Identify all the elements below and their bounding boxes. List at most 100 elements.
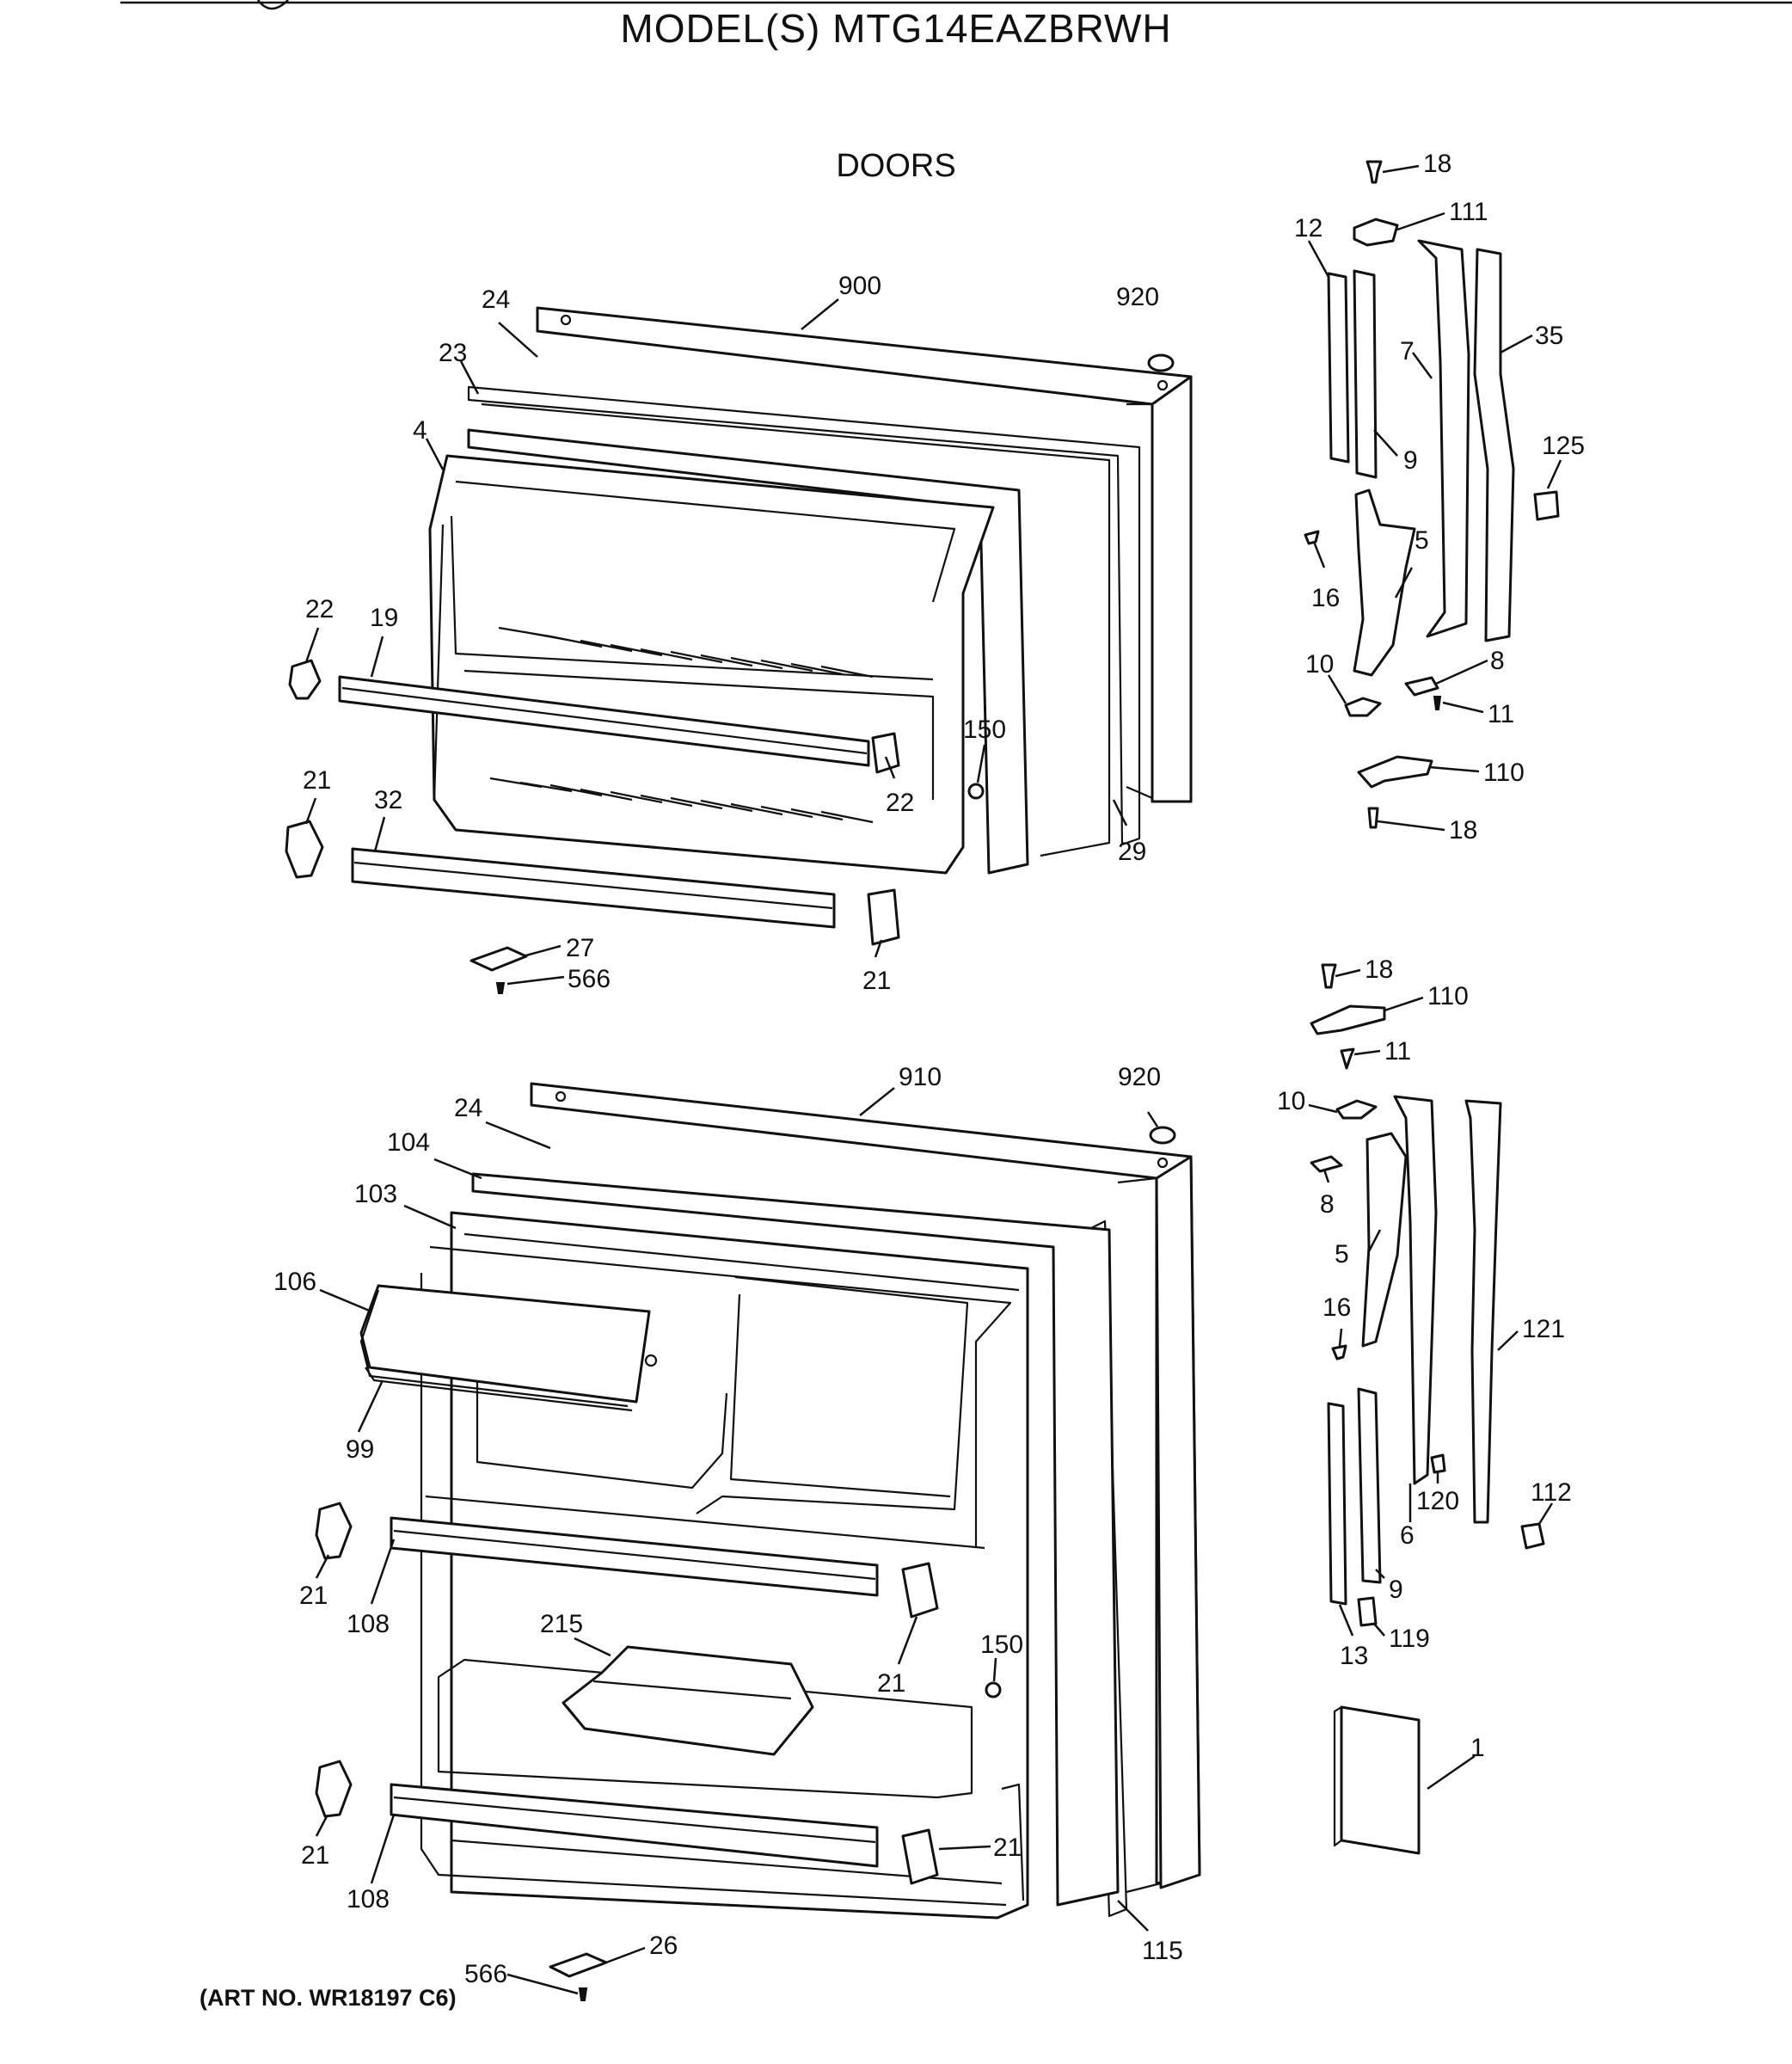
callout-11-top: 11 (1488, 700, 1514, 728)
callout-27: 27 (566, 934, 594, 962)
handle-7 (1417, 239, 1470, 638)
screw-11-bottom (1340, 1047, 1355, 1070)
callout-120: 120 (1416, 1487, 1459, 1515)
hinge-5-bottom (1361, 1132, 1408, 1348)
callout-9-top: 9 (1403, 446, 1418, 475)
freezer-outer-door-panel (536, 306, 1193, 803)
hinge-5-top (1353, 488, 1416, 677)
washer-8-bottom (1310, 1155, 1343, 1173)
freezer-shelf-bar-19 (338, 675, 870, 767)
shelf-clip-21-right (867, 888, 900, 946)
door-shelf-bar-108-upper (390, 1516, 879, 1597)
hinge-110-bottom (1310, 1004, 1386, 1035)
callout-21-top-right: 21 (862, 967, 891, 995)
shelf-clip-21-c (315, 1760, 353, 1818)
callout-11-bottom: 11 (1384, 1037, 1411, 1066)
callout-111: 111 (1449, 198, 1488, 226)
callout-10-top: 10 (1305, 650, 1334, 679)
callout-16-top: 16 (1311, 584, 1340, 612)
screw-120 (1430, 1453, 1446, 1474)
callout-900: 900 (838, 272, 881, 300)
freezer-door-inner-liner (428, 454, 995, 875)
screw-566-bottom (578, 1987, 588, 2001)
fresh-food-handle-hinge-group (1310, 963, 1545, 1855)
callout-104: 104 (387, 1128, 430, 1157)
callout-10-bottom: 10 (1277, 1087, 1305, 1115)
trim-strip-9-bottom (1357, 1387, 1382, 1584)
callout-121: 121 (1522, 1315, 1565, 1343)
callout-125: 125 (1542, 432, 1585, 460)
screw-11-top (1433, 696, 1442, 710)
handle-trim-121 (1464, 1099, 1502, 1524)
freezer-shelf-bar-32 (351, 847, 836, 929)
callout-21-d: 21 (301, 1841, 329, 1870)
callout-112: 112 (1531, 1478, 1572, 1507)
screw-150-top (967, 783, 985, 800)
callout-21-b: 21 (877, 1669, 905, 1698)
callout-18-bottom: 18 (1365, 955, 1393, 984)
callout-5-top: 5 (1415, 526, 1429, 555)
shelf-clip-21-d (901, 1828, 939, 1885)
section-title: DOORS (836, 148, 956, 184)
callout-24-top: 24 (482, 286, 510, 314)
callout-4: 4 (413, 416, 427, 445)
callout-566-top: 566 (568, 965, 611, 993)
handle-trim-35 (1473, 248, 1515, 642)
screw-18-top-a (1365, 160, 1383, 184)
callout-215: 215 (540, 1610, 583, 1638)
trim-strip-12 (1327, 272, 1350, 464)
callout-18-top-b: 18 (1449, 816, 1477, 845)
callout-22-right: 22 (886, 789, 914, 817)
callout-29: 29 (1118, 838, 1146, 866)
hinge-plate-26 (549, 1952, 608, 1978)
callout-35: 35 (1535, 322, 1563, 350)
callout-566-bottom: 566 (464, 1960, 507, 1988)
end-cap-112 (1520, 1522, 1545, 1550)
door-shelf-bar-108-lower (390, 1783, 879, 1868)
callout-106: 106 (273, 1268, 316, 1296)
end-cap-125 (1533, 490, 1560, 521)
callout-21-c: 21 (993, 1834, 1022, 1862)
shelf-clip-22-right (871, 732, 900, 774)
top-rule (120, 0, 1792, 10)
plug-920-bottom (1149, 1126, 1176, 1145)
shelf-clip-21-a (315, 1502, 353, 1560)
callout-108-lower: 108 (347, 1885, 390, 1914)
callout-150-top: 150 (963, 716, 1006, 744)
callout-9-bottom: 9 (1389, 1576, 1403, 1604)
callout-99: 99 (346, 1435, 374, 1464)
callout-920-bottom: 920 (1118, 1063, 1161, 1091)
callout-8-bottom: 8 (1320, 1190, 1335, 1219)
plug-920-top (1147, 353, 1175, 372)
callout-26: 26 (649, 1932, 678, 1960)
bracket-10-top (1344, 697, 1382, 717)
trim-strip-13 (1327, 1402, 1347, 1606)
screw-16-top (1304, 530, 1320, 545)
callout-115: 115 (1142, 1937, 1183, 1965)
freezer-door-gasket (467, 385, 1141, 846)
egg-tray-215 (562, 1645, 814, 1756)
callout-108-upper: 108 (347, 1610, 390, 1638)
callout-16-bottom: 16 (1323, 1293, 1351, 1322)
callout-910: 910 (899, 1063, 942, 1091)
callout-8-top: 8 (1490, 647, 1505, 675)
callout-103: 103 (354, 1180, 397, 1208)
callout-21-a: 21 (299, 1582, 328, 1610)
freezer-door-assembly (285, 306, 1193, 994)
callout-19: 19 (370, 604, 398, 632)
fresh-food-outer-door-panel (530, 1082, 1201, 1894)
screw-16-bottom (1331, 1344, 1347, 1361)
callout-18-top-a: 18 (1423, 150, 1451, 178)
dairy-compartment-door-106 (359, 1284, 658, 1412)
screw-150-bottom (985, 1681, 1002, 1698)
screw-18-top-b (1367, 807, 1379, 829)
screw-566-top (495, 982, 506, 994)
leader-lines (304, 164, 1562, 1995)
model-heading: MODEL(S) MTG14EAZBRWH (620, 6, 1172, 51)
callout-13: 13 (1340, 1642, 1368, 1670)
callout-24-bottom: 24 (454, 1094, 482, 1122)
art-number: (ART NO. WR18197 C6) (199, 1985, 457, 2011)
cap-119 (1357, 1596, 1378, 1627)
